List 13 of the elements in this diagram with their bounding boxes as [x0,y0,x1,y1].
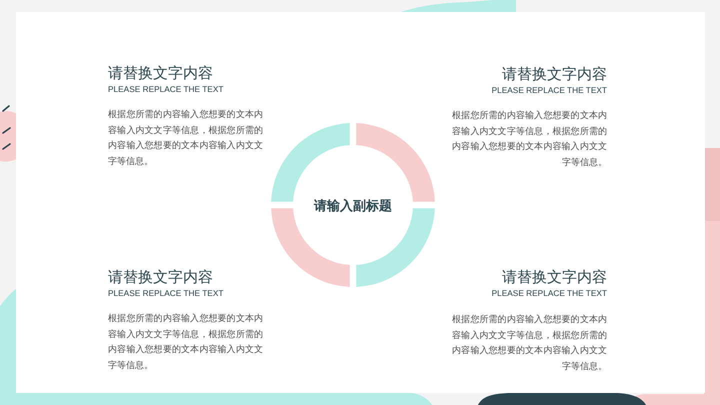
body-paragraph: 根据您所需的内容输入您想要的文本内容输入内文文字等信息，根据您所需的内容输入您想要的文本内容输入内文文字等信息。 [452,110,607,170]
section-heading: 请替换文字内容 [108,268,213,286]
body-paragraph: 根据您所需的内容输入您想要的文本内容输入内文文字等信息，根据您所需的内容输入您想要的文本内容输入内文文字等信息。 [452,314,607,374]
section-subheading: PLEASE REPLACE THE TEXT [108,288,224,298]
section-heading: 请替换文字内容 [108,64,213,82]
section-heading: 请替换文字内容 [502,65,607,83]
body-paragraph: 根据您所需的内容输入您想要的文本内容输入内文文字等信息，根据您所需的内容输入您想要的文本内容输入内文文字等信息。 [108,108,263,168]
section-heading: 请替换文字内容 [502,268,607,286]
section-subheading: PLEASE REPLACE THE TEXT [492,288,607,298]
subtitle-text: 请输入副标题 [314,199,392,215]
body-paragraph: 根据您所需的内容输入您想要的文本内容输入内文文字等信息，根据您所需的内容输入您想要的文本内容输入内文文字等信息。 [108,312,263,372]
section-subheading: PLEASE REPLACE THE TEXT [108,84,224,94]
section-subheading: PLEASE REPLACE THE TEXT [492,85,607,95]
